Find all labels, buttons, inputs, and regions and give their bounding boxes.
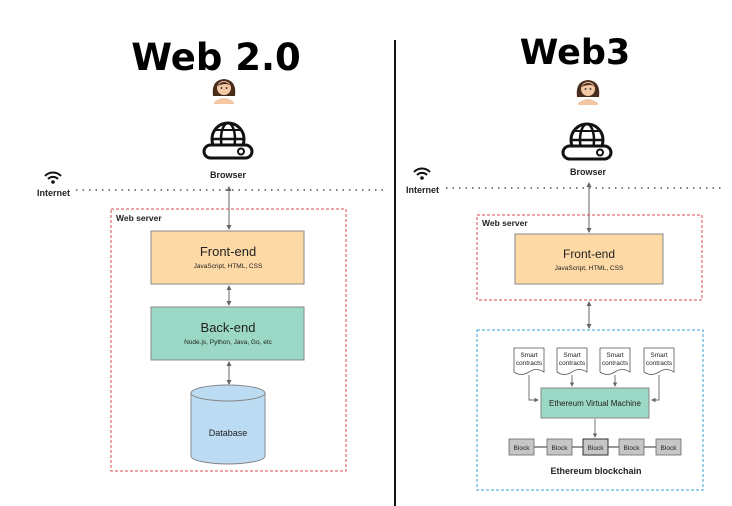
blockchain-label: Ethereum blockchain: [550, 466, 641, 476]
web2-title: Web 2.0: [131, 36, 301, 79]
block-label: Block: [514, 445, 531, 452]
wifi-icon: [413, 167, 431, 181]
web-server-label: Web server: [116, 213, 162, 223]
smart-contract-line1: Smart: [520, 352, 538, 359]
smart-contract-line2: contracts: [646, 360, 673, 367]
block-label: Block: [624, 445, 641, 452]
evm-box: [540, 387, 650, 419]
backend-subtitle: Node.js, Python, Java, Go, etc: [184, 339, 273, 346]
frontend-title: Front-end: [563, 247, 615, 261]
smart-contract-line1: Smart: [650, 352, 668, 359]
block-4: Block: [618, 438, 645, 456]
block-3: Block: [582, 438, 609, 456]
browser-label: Browser: [570, 167, 607, 177]
web2-panel: Web 2.0 Browser Internet Web server Fron…: [37, 36, 383, 472]
person-emoji: [212, 79, 236, 104]
web-server-box: [110, 208, 347, 472]
wifi-icon: [44, 171, 62, 185]
block-label: Block: [588, 445, 605, 452]
smart-contract-line2: contracts: [602, 360, 629, 367]
backend-title: Back-end: [201, 320, 256, 335]
frontend-subtitle: JavaScript, HTML, CSS: [194, 263, 263, 270]
web-server-label: Web server: [482, 218, 528, 228]
smart-contract-3: Smart contracts: [599, 347, 631, 375]
smart-contract-line1: Smart: [563, 352, 581, 359]
block-2: Block: [546, 438, 573, 456]
block-1: Block: [508, 438, 535, 456]
contract-connectors: [528, 375, 660, 403]
frontend-box: [514, 233, 664, 285]
smart-contract-line1: Smart: [606, 352, 624, 359]
smart-contract-1: Smart contracts: [513, 347, 545, 375]
internet-label: Internet: [37, 188, 70, 198]
block-5: Block: [655, 438, 682, 456]
frontend-box: [150, 230, 305, 285]
globe-browser-icon: [561, 122, 613, 161]
internet-label: Internet: [406, 185, 439, 195]
smart-contract-line2: contracts: [516, 360, 543, 367]
browser-label: Browser: [210, 170, 247, 180]
block-label: Block: [661, 445, 678, 452]
database-label: Database: [209, 428, 248, 438]
person-emoji: [576, 80, 600, 105]
backend-box: [150, 306, 305, 361]
frontend-title: Front-end: [200, 244, 256, 259]
smart-contract-line2: contracts: [559, 360, 586, 367]
web3-panel: Web3 Browser Internet Web server Front-e…: [406, 33, 722, 491]
frontend-subtitle: JavaScript, HTML, CSS: [555, 265, 624, 272]
globe-browser-icon: [202, 121, 254, 160]
web3-title: Web3: [520, 33, 631, 73]
evm-label: Ethereum Virtual Machine: [549, 399, 641, 408]
blockchain-box: [476, 329, 704, 491]
database-cylinder: [190, 384, 266, 465]
smart-contract-4: Smart contracts: [643, 347, 675, 375]
smart-contract-2: Smart contracts: [556, 347, 588, 375]
web-server-box: [476, 214, 703, 301]
block-label: Block: [552, 445, 569, 452]
